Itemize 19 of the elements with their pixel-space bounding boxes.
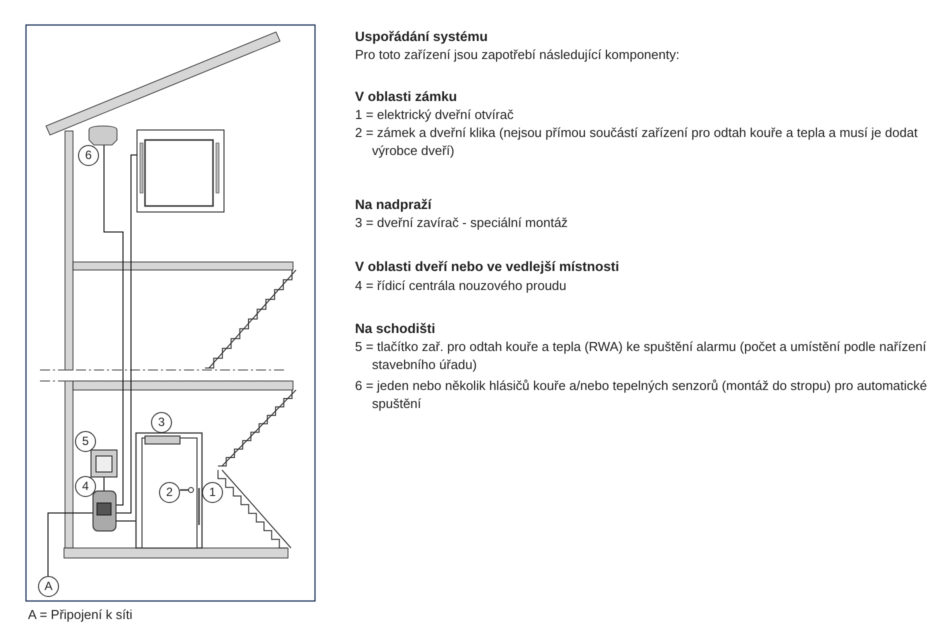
legend-item: 2 = zámek a dveřní klika (nejsou přímou součástí zařízení pro odtah kouře a tepla a musí je dodat výrobce dveří) bbox=[355, 124, 919, 160]
callout-number: A bbox=[38, 576, 59, 597]
callout-number: 4 bbox=[75, 476, 96, 497]
legend-item: 5 = tlačítko zař. pro odtah kouře a tepla (RWA) ke spuštění alarmu (počet a umístění podle nařízení stavebního úřadu) bbox=[355, 338, 928, 374]
section-heading: V oblasti zámku bbox=[355, 88, 458, 106]
callout-number: 6 bbox=[78, 145, 99, 166]
legend-item: 3 = dveřní zavírač - speciální montáž bbox=[355, 214, 569, 232]
legend-item: 1 = elektrický dveřní otvírač bbox=[355, 106, 515, 124]
callout-number: 5 bbox=[75, 431, 96, 452]
section-heading: V oblasti dveří nebo ve vedlejší místnosti bbox=[355, 258, 620, 276]
legend-item: 4 = řídicí centrála nouzového proudu bbox=[355, 277, 568, 295]
section-heading: Na schodišti bbox=[355, 320, 436, 338]
callout-number: 3 bbox=[151, 412, 172, 433]
intro-text: Pro toto zařízení jsou zapotřebí následující komponenty: bbox=[355, 46, 680, 64]
callout-number: 1 bbox=[202, 482, 223, 503]
section-heading: Na nadpraží bbox=[355, 196, 432, 214]
heading: Uspořádání systému bbox=[355, 28, 488, 46]
note-text: A = Připojení k síti bbox=[28, 606, 132, 624]
legend-item: 6 = jeden nebo několik hlásičů kouře a/nebo tepelných senzorů (montáž do stropu) pro automatické spuštění bbox=[355, 377, 928, 413]
